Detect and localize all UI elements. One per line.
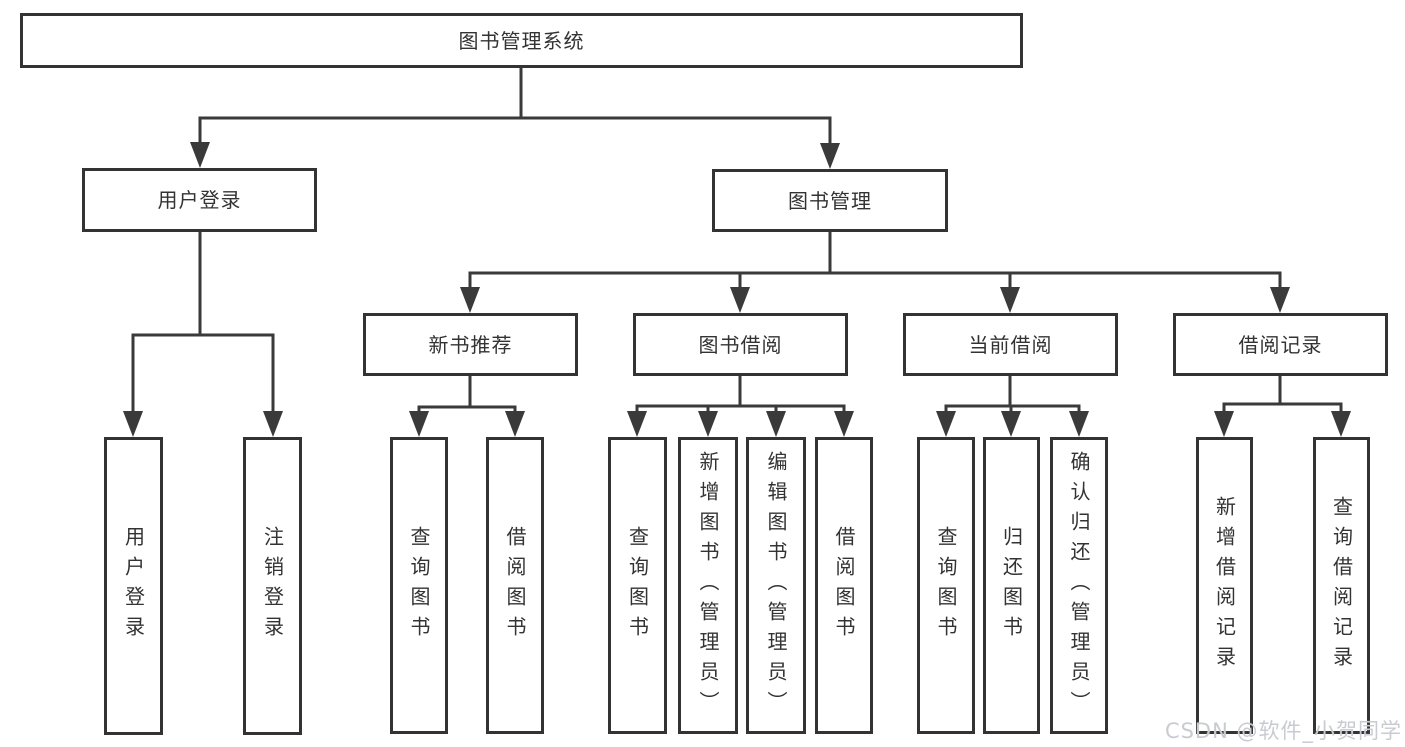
arrowhead xyxy=(409,411,429,437)
arrowhead xyxy=(936,411,956,437)
watermark: CSDN @软件_小贺同学 xyxy=(1164,719,1402,743)
node-new-book-recommend: 新书推荐 xyxy=(363,313,578,376)
node-root-system: 图书管理系统 xyxy=(20,13,1023,68)
arrowhead xyxy=(505,411,525,437)
node-user-login-module: 用户登录 xyxy=(82,168,317,232)
arrowhead xyxy=(1000,287,1020,313)
arrowhead xyxy=(834,411,854,437)
arrowhead xyxy=(698,411,718,437)
leaf-borrow-books-recommend: 借阅图书 xyxy=(486,437,544,734)
arrowhead xyxy=(190,142,210,168)
leaf-query-books-current: 查询图书 xyxy=(917,437,975,734)
node-book-management-module: 图书管理 xyxy=(712,169,948,232)
arrowhead xyxy=(627,411,647,437)
leaf-logout: 注销登录 xyxy=(243,437,302,735)
arrowhead xyxy=(1270,287,1290,313)
node-current-borrowing: 当前借阅 xyxy=(903,313,1118,376)
leaf-edit-books-admin: 编辑图书（管理员） xyxy=(746,437,806,734)
leaf-add-borrow-record: 新增借阅记录 xyxy=(1196,437,1253,734)
leaf-add-books-admin: 新增图书（管理员） xyxy=(678,437,738,734)
arrowhead xyxy=(263,411,283,437)
arrowhead xyxy=(1214,411,1234,437)
leaf-borrow-books-borrowing: 借阅图书 xyxy=(815,437,873,734)
leaf-return-books: 归还图书 xyxy=(983,437,1040,734)
leaf-user-login: 用户登录 xyxy=(104,437,163,735)
arrowhead xyxy=(730,287,750,313)
arrowhead xyxy=(460,287,480,313)
leaf-query-books-borrowing: 查询图书 xyxy=(608,437,667,734)
leaf-query-books-recommend: 查询图书 xyxy=(390,437,448,734)
leaf-query-borrow-record: 查询借阅记录 xyxy=(1313,437,1370,734)
arrowhead xyxy=(1001,411,1021,437)
node-book-borrowing: 图书借阅 xyxy=(633,313,848,376)
arrowhead xyxy=(123,411,143,437)
arrowhead xyxy=(820,143,840,169)
arrowhead xyxy=(766,411,786,437)
leaf-confirm-return-admin: 确认归还（管理员） xyxy=(1050,437,1108,734)
arrowhead xyxy=(1069,411,1089,437)
node-borrowing-records: 借阅记录 xyxy=(1173,313,1388,376)
arrowhead xyxy=(1331,411,1351,437)
